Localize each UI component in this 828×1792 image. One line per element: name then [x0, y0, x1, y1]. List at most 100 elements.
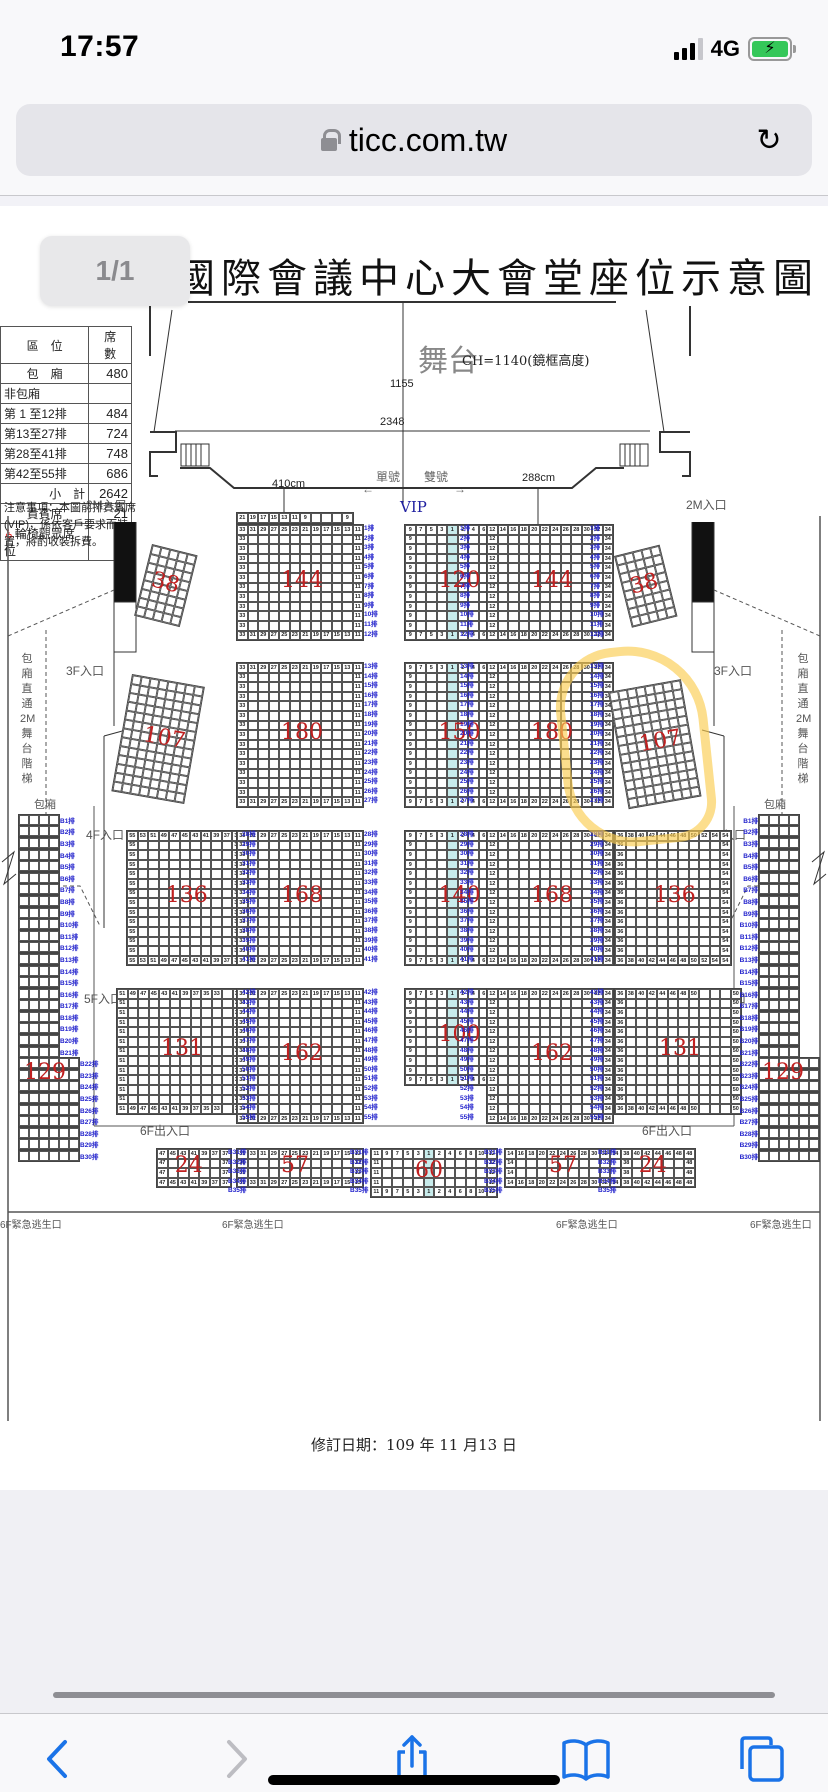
seat[interactable] — [476, 1177, 487, 1188]
seat[interactable] — [258, 1075, 269, 1085]
seat[interactable] — [180, 1008, 191, 1018]
seat[interactable] — [789, 1127, 799, 1138]
seat[interactable] — [518, 682, 529, 692]
seat[interactable] — [258, 907, 269, 918]
seat[interactable] — [300, 553, 311, 564]
seat[interactable] — [592, 682, 603, 692]
seat[interactable] — [447, 758, 458, 769]
seat[interactable] — [289, 1027, 300, 1037]
seat[interactable] — [426, 758, 437, 769]
seat[interactable]: 9 — [405, 691, 416, 702]
seat[interactable]: 4 — [468, 989, 479, 999]
seat[interactable]: 33 — [237, 682, 248, 692]
seat[interactable] — [709, 1046, 720, 1057]
seat[interactable]: 23 — [289, 1113, 300, 1124]
seat[interactable] — [331, 998, 342, 1009]
seat[interactable] — [497, 1065, 508, 1076]
seat[interactable] — [539, 691, 550, 702]
seat[interactable] — [799, 1081, 809, 1092]
seat[interactable] — [180, 998, 191, 1009]
seat[interactable] — [247, 907, 258, 918]
seat[interactable] — [169, 859, 180, 870]
seat[interactable] — [508, 572, 519, 583]
seat[interactable] — [529, 572, 540, 583]
seat[interactable] — [179, 907, 190, 918]
seat[interactable] — [646, 859, 657, 870]
seat[interactable] — [529, 672, 540, 683]
seat[interactable] — [300, 869, 311, 879]
seat[interactable] — [415, 720, 426, 731]
seat[interactable] — [331, 749, 342, 759]
seat[interactable] — [720, 1094, 731, 1105]
seat[interactable]: 51 — [117, 1056, 128, 1066]
seat[interactable] — [247, 926, 258, 937]
seat[interactable] — [426, 592, 437, 602]
seat[interactable] — [342, 572, 353, 583]
seat[interactable] — [560, 917, 571, 927]
seat[interactable]: 50 — [730, 1065, 741, 1076]
seat[interactable] — [529, 563, 540, 573]
seat[interactable] — [799, 1058, 809, 1069]
seat[interactable] — [447, 572, 458, 583]
seat[interactable]: 34 — [602, 525, 613, 535]
seat[interactable] — [667, 859, 678, 870]
seat[interactable]: 28 — [571, 955, 582, 966]
seat[interactable] — [268, 1027, 279, 1037]
seat[interactable]: 9 — [405, 758, 416, 769]
seat[interactable] — [769, 930, 779, 941]
seat[interactable] — [779, 1127, 789, 1138]
seat[interactable] — [159, 998, 170, 1009]
seat[interactable]: 36 — [615, 926, 626, 937]
seat[interactable] — [211, 917, 222, 927]
seat[interactable] — [300, 720, 311, 731]
seat[interactable] — [426, 601, 437, 612]
seat[interactable]: 11 — [352, 1094, 363, 1105]
seat[interactable] — [415, 998, 426, 1009]
seat[interactable] — [29, 1116, 39, 1127]
seat[interactable] — [29, 1011, 39, 1022]
seat[interactable]: 42 — [642, 1149, 653, 1159]
seat[interactable] — [342, 907, 353, 918]
seat[interactable] — [571, 720, 582, 731]
seat[interactable] — [138, 1094, 149, 1105]
seat[interactable] — [457, 840, 468, 851]
seat[interactable] — [550, 611, 561, 621]
seat[interactable] — [148, 1094, 159, 1105]
seat[interactable] — [539, 544, 550, 554]
seat[interactable] — [468, 850, 479, 860]
seat[interactable] — [636, 1008, 647, 1018]
seat[interactable]: 11 — [352, 917, 363, 927]
seat[interactable] — [137, 850, 148, 860]
seat[interactable] — [720, 1084, 731, 1095]
seat[interactable] — [39, 837, 49, 848]
seat[interactable] — [426, 672, 437, 683]
seat[interactable] — [508, 553, 519, 564]
seat[interactable]: 12 — [487, 1104, 498, 1114]
seat[interactable] — [426, 787, 437, 798]
seat[interactable]: 39 — [199, 1177, 210, 1188]
seat[interactable]: 25 — [279, 663, 290, 673]
seat[interactable]: 26 — [560, 989, 571, 999]
seat[interactable] — [497, 869, 508, 879]
seat[interactable] — [468, 926, 479, 937]
seat[interactable] — [508, 917, 519, 927]
seat[interactable] — [190, 869, 201, 879]
seat[interactable]: 51 — [117, 1017, 128, 1028]
seat[interactable]: 10 — [476, 1149, 487, 1159]
seat[interactable] — [200, 869, 211, 879]
seat[interactable]: 33 — [237, 1065, 248, 1076]
seat[interactable] — [592, 739, 603, 750]
seat[interactable]: 9 — [405, 955, 416, 966]
seat[interactable] — [190, 936, 201, 947]
seat[interactable] — [59, 1104, 69, 1115]
seat[interactable]: 41 — [188, 1177, 199, 1188]
seat[interactable] — [201, 998, 212, 1009]
seat[interactable]: 50 — [730, 1075, 741, 1085]
seat[interactable]: 9 — [405, 1008, 416, 1018]
seat[interactable]: 34 — [602, 749, 613, 759]
seat[interactable] — [300, 1168, 311, 1178]
seat[interactable] — [179, 869, 190, 879]
seat[interactable]: 12 — [487, 1036, 498, 1047]
seat[interactable] — [158, 878, 169, 889]
seat[interactable] — [709, 859, 720, 870]
